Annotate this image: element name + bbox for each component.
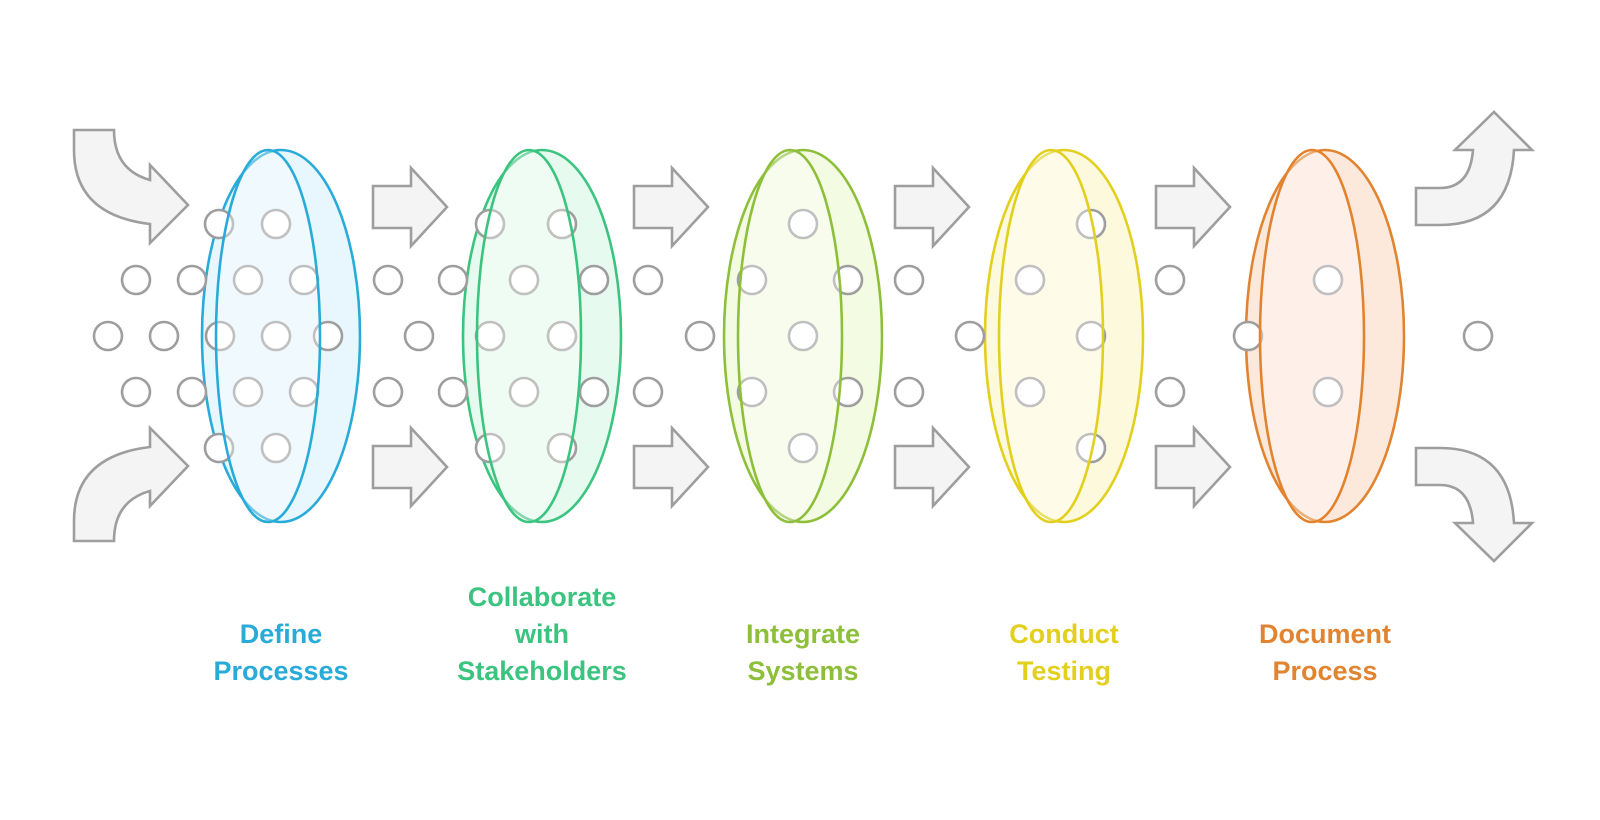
particle-dot — [176, 264, 208, 296]
right-arrow-icon — [371, 424, 449, 510]
particle-dot — [893, 264, 925, 296]
particle-dot — [120, 376, 152, 408]
particle-dot — [954, 320, 986, 352]
particle-dot — [787, 432, 819, 464]
particle-dot — [260, 432, 292, 464]
particle-dot — [1462, 320, 1494, 352]
right-arrow-icon — [1154, 424, 1232, 510]
particle-dot — [372, 376, 404, 408]
particle-dot — [176, 376, 208, 408]
particle-dot — [1312, 376, 1344, 408]
particle-dot — [684, 320, 716, 352]
particle-dot — [632, 264, 664, 296]
right-arrow-icon — [371, 164, 449, 250]
ring-inner — [736, 148, 844, 524]
particle-dot — [578, 376, 610, 408]
particle-dot — [92, 320, 124, 352]
particle-dot — [736, 376, 768, 408]
rings-front-layer — [214, 148, 1366, 524]
particle-dot — [508, 376, 540, 408]
right-arrow-icon — [1154, 164, 1232, 250]
stage-label-document-process: Document Process — [1258, 619, 1391, 686]
particle-dot — [437, 376, 469, 408]
ring-inner — [1258, 148, 1366, 524]
particle-dot — [508, 264, 540, 296]
particle-dot — [148, 320, 180, 352]
particle-dot — [403, 320, 435, 352]
curved-arrow-in-icon — [72, 424, 190, 543]
particle-dot — [787, 320, 819, 352]
particle-dot — [893, 376, 925, 408]
right-arrow-icon — [893, 424, 971, 510]
particle-dot — [232, 376, 264, 408]
ring-inner — [997, 148, 1105, 524]
particle-dot — [1075, 432, 1107, 464]
particle-dot — [260, 320, 292, 352]
particle-dot — [1232, 320, 1264, 352]
particle-dot — [1154, 264, 1186, 296]
particle-dot — [736, 264, 768, 296]
ring-inner — [475, 148, 583, 524]
particle-dot — [437, 264, 469, 296]
ring-inner — [214, 148, 322, 524]
particle-dot — [1154, 376, 1186, 408]
curved-arrow-out-icon — [1414, 110, 1536, 227]
stage-label-collaborate-with-stakeholders: Collaborate with Stakeholders — [457, 582, 627, 686]
right-arrow-icon — [893, 164, 971, 250]
particle-dot — [787, 208, 819, 240]
particle-dot — [1312, 264, 1344, 296]
particles-layer — [92, 208, 1494, 464]
stage-label-define-processes: Define Processes — [213, 619, 349, 686]
particle-dot — [120, 264, 152, 296]
particle-dot — [372, 264, 404, 296]
particle-dot — [632, 376, 664, 408]
particle-dot — [232, 264, 264, 296]
stage-label-integrate-systems: Integrate Systems — [745, 619, 861, 686]
stage-label-conduct-testing: Conduct Testing — [1009, 619, 1119, 686]
curved-arrow-in-icon — [72, 128, 190, 247]
particle-dot — [204, 320, 236, 352]
curved-arrow-out-icon — [1414, 446, 1536, 563]
particle-dot — [1014, 376, 1046, 408]
right-arrow-icon — [632, 424, 710, 510]
right-arrow-icon — [632, 164, 710, 250]
particle-dot — [260, 208, 292, 240]
particle-dot — [1075, 320, 1107, 352]
particle-dot — [1075, 208, 1107, 240]
arrows-layer — [72, 110, 1536, 563]
particle-dot — [546, 320, 578, 352]
particle-dot — [1014, 264, 1046, 296]
ring-outer — [461, 148, 623, 524]
particle-dot — [578, 264, 610, 296]
